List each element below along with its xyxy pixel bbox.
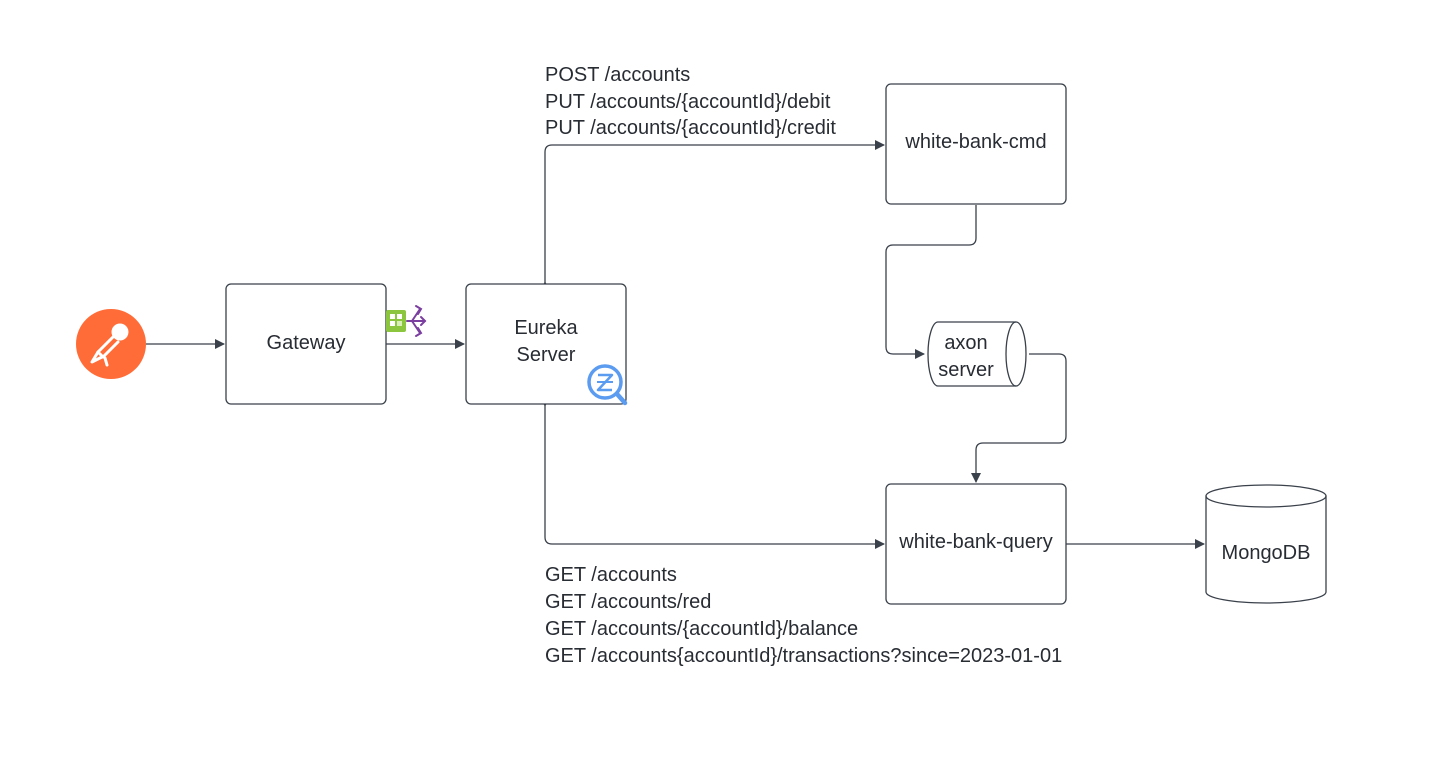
command-route: POST /accounts	[545, 64, 690, 86]
query-route: GET /accounts/{accountId}/balance	[545, 618, 858, 640]
white-bank-query-node: white-bank-query	[885, 483, 1067, 605]
axon-label-line1: axon	[944, 332, 987, 354]
eureka-server-node: Eureka Server	[465, 283, 627, 405]
query-route: GET /accounts	[545, 564, 677, 586]
edge-eureka-query	[540, 397, 885, 549]
command-route: PUT /accounts/{accountId}/credit	[545, 117, 836, 139]
gateway-node: Gateway	[225, 283, 387, 405]
gateway-label: Gateway	[267, 332, 346, 354]
white-bank-cmd-node: white-bank-cmd	[885, 83, 1067, 205]
api-gateway-icon	[386, 305, 427, 337]
query-label: white-bank-query	[898, 531, 1052, 553]
edge-cmd-axon	[885, 205, 977, 359]
eureka-label-line1: Eureka	[514, 317, 578, 339]
edge-eureka-cmd	[540, 140, 885, 291]
axon-label-line2: server	[938, 359, 994, 381]
edge-axon-query	[971, 353, 1067, 483]
query-routes-label: GET /accounts GET /accounts/red GET /acc…	[545, 564, 1062, 667]
discovery-search-icon	[587, 364, 628, 406]
command-routes-label: POST /accounts PUT /accounts/{accountId}…	[545, 64, 836, 139]
cmd-label: white-bank-cmd	[904, 131, 1046, 153]
postman-icon	[76, 309, 146, 379]
eureka-label-line2: Server	[517, 344, 576, 366]
query-route: GET /accounts/red	[545, 591, 711, 613]
mongodb-node: MongoDB	[1205, 484, 1327, 604]
command-route: PUT /accounts/{accountId}/debit	[545, 91, 831, 113]
query-route: GET /accounts{accountId}/transactions?si…	[545, 645, 1062, 667]
mongodb-label: MongoDB	[1222, 542, 1311, 564]
axon-server-node: axon server	[927, 321, 1027, 387]
